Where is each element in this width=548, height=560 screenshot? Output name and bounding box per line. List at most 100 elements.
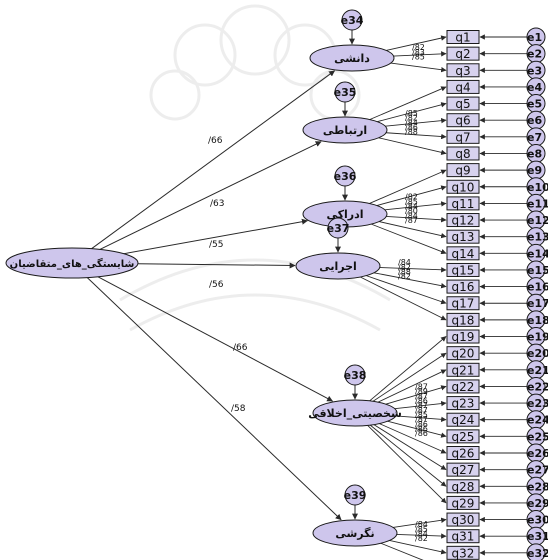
item-box-q18	[446, 312, 480, 327]
loading-path-q26	[379, 423, 447, 454]
error-label-q15: e15	[527, 264, 548, 277]
loading-path-q21	[377, 369, 447, 403]
item-box-q17	[446, 296, 480, 311]
item-box-q8	[446, 146, 480, 161]
error-label-q17: e17	[527, 297, 548, 310]
item-box-q9	[446, 163, 480, 178]
item-label-q3: q3	[455, 64, 470, 78]
loading-path-q9	[369, 169, 447, 204]
item-box-q31	[446, 529, 480, 544]
item-box-q14	[446, 246, 480, 261]
loading-label-q27: /86	[415, 420, 428, 429]
error-label-q13: e13	[527, 231, 548, 244]
item-label-q2: q2	[455, 47, 470, 61]
main-construct-label: شایستگی_های_متقاضیان	[10, 257, 135, 270]
loading-label-q19: /87	[415, 383, 428, 392]
error-label-q31: e31	[527, 530, 548, 543]
item-box-q28	[446, 479, 480, 494]
loading-label-q13: /84	[405, 211, 418, 220]
item-box-q22	[446, 379, 480, 394]
loading-label-q17: /88	[398, 267, 411, 276]
loading-path-q18	[360, 276, 447, 321]
loading-label-q33: /82	[415, 534, 428, 543]
item-label-q23: q23	[452, 397, 475, 411]
error-label-q14: e14	[527, 247, 548, 260]
loading-label-q21: /87	[415, 392, 428, 401]
item-label-q12: q12	[452, 214, 475, 228]
error-label-q20: e20	[527, 347, 548, 360]
error-label-q29: e29	[527, 497, 548, 510]
path-coefficient-f1: /66	[208, 136, 223, 146]
error-label-q18: e18	[527, 314, 548, 327]
main-construct-node	[5, 247, 139, 279]
path-coefficient-f4: /56	[209, 280, 224, 290]
item-label-q14: q14	[452, 247, 475, 261]
loading-path-q20	[372, 352, 447, 402]
loading-path-q3	[390, 62, 447, 73]
item-box-q21	[446, 362, 480, 377]
paths-layer	[86, 30, 527, 560]
item-label-q31: q31	[452, 530, 475, 544]
factor-label-f3: ادراکی	[326, 208, 363, 221]
item-box-q27	[446, 462, 480, 477]
loading-path-q22	[385, 385, 447, 405]
loading-path-q29	[367, 425, 447, 504]
loading-path-q25	[387, 420, 447, 438]
error-label-q24: e24	[527, 414, 548, 427]
error-label-q5: e5	[527, 98, 542, 111]
item-box-q25	[446, 429, 480, 444]
item-box-q15	[446, 262, 480, 277]
loading-path-q4	[369, 86, 447, 120]
loading-label-q24: /87	[415, 406, 428, 415]
error-label-q22: e22	[527, 380, 548, 393]
item-label-q24: q24	[452, 413, 475, 427]
disturbance-label-f1: e34	[341, 14, 364, 27]
factor-node-f5	[312, 399, 398, 427]
error-label-q4: e4	[527, 81, 542, 94]
disturbance-label-f5: e38	[344, 369, 367, 382]
item-box-q16	[446, 279, 480, 294]
loading-label-q12: /80	[405, 207, 418, 216]
item-label-q19: q19	[452, 330, 475, 344]
structural-path-f3	[123, 218, 308, 255]
loading-label-q18: /82	[398, 272, 411, 281]
loading-label-q15: /84	[398, 258, 411, 267]
error-label-q16: e16	[527, 281, 548, 294]
error-label-q10: e10	[527, 181, 548, 194]
item-label-q21: q21	[452, 363, 475, 377]
item-label-q8: q8	[455, 147, 470, 161]
disturbance-node-f4	[327, 217, 349, 239]
loading-path-q32	[389, 539, 447, 555]
structural-path-f5	[97, 276, 334, 402]
item-label-q13: q13	[452, 230, 475, 244]
item-label-q28: q28	[452, 480, 475, 494]
item-box-q30	[446, 512, 480, 527]
item-label-q4: q4	[455, 80, 470, 94]
loading-label-q22: /86	[415, 397, 428, 406]
item-label-q32: q32	[452, 546, 475, 560]
disturbance-label-f4: e37	[327, 222, 350, 235]
disturbance-node-f1	[341, 9, 363, 31]
disturbance-label-f6: e39	[344, 489, 367, 502]
error-node-q32	[526, 543, 546, 560]
item-label-q16: q16	[452, 280, 475, 294]
error-label-q7: e7	[527, 131, 542, 144]
loading-label-q5: /82	[405, 114, 418, 123]
item-label-q7: q7	[455, 130, 470, 144]
item-label-q1: q1	[455, 31, 470, 45]
item-label-q9: q9	[455, 164, 470, 178]
loading-label-q3: /85	[412, 52, 425, 61]
loading-label-q11: /84	[405, 202, 418, 211]
error-label-q25: e25	[527, 430, 548, 443]
loading-label-q32: /84	[415, 530, 428, 539]
item-label-q29: q29	[452, 496, 475, 510]
error-label-q2: e2	[527, 48, 542, 61]
item-box-q3	[446, 63, 480, 78]
loading-label-q29: /86	[415, 429, 428, 438]
error-label-q32: e32	[527, 547, 548, 560]
loading-path-q16	[373, 272, 447, 289]
error-label-q21: e21	[527, 364, 548, 377]
error-label-q26: e26	[527, 447, 548, 460]
factor-label-f1: دانشی	[334, 52, 370, 65]
factor-label-f6: نگرشی	[335, 527, 374, 540]
